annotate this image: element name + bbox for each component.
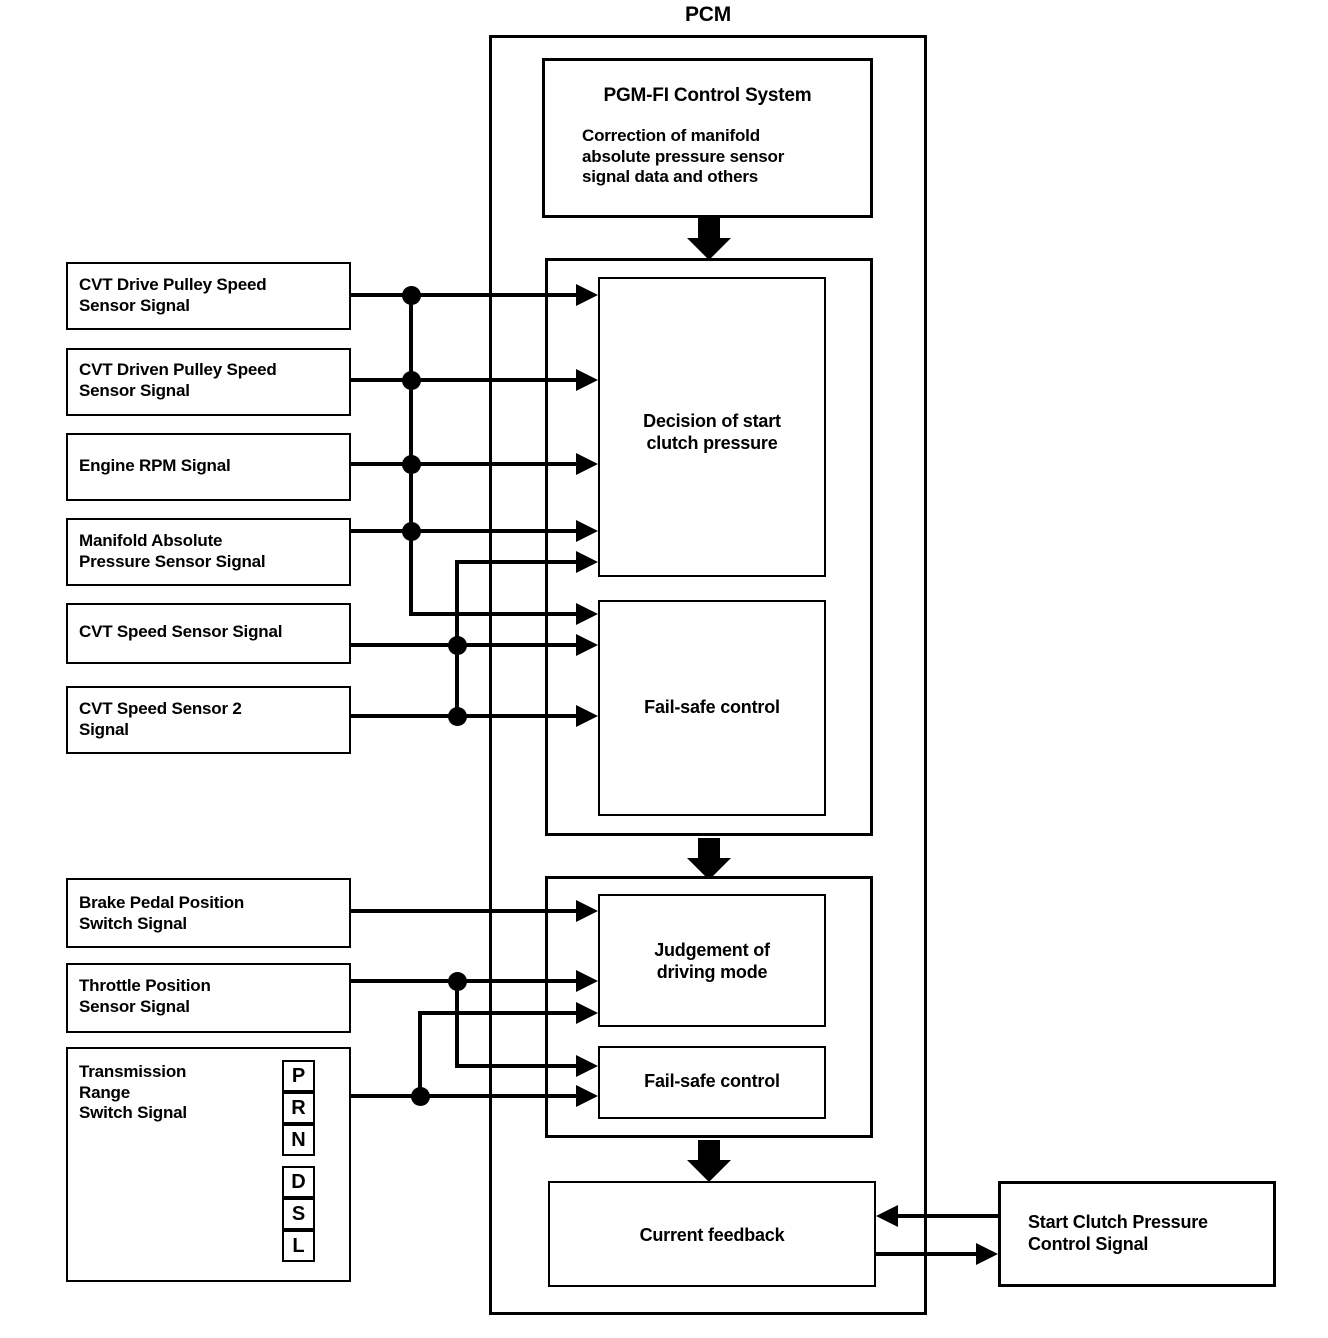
fail-safe-control-lower-box bbox=[598, 1046, 826, 1119]
arrowhead-input-1 bbox=[576, 284, 598, 306]
wire-input-9 bbox=[351, 1094, 576, 1098]
input-box-cvt-driven-pulley-speed-sensor-signal bbox=[66, 348, 351, 416]
decision-of-start-clutch-pressure-box bbox=[598, 277, 826, 577]
wire-scp-to-current-feedback bbox=[898, 1214, 998, 1218]
decision-of-start-clutch-pressure-label: Decision of start clutch pressure bbox=[643, 411, 781, 453]
input-label-cvt-speed-sensor-signal: CVT Speed Sensor Signal bbox=[79, 622, 283, 641]
vertical-bus-lower-c bbox=[418, 1011, 422, 1098]
arrowhead-input-8 bbox=[576, 970, 598, 992]
input-label-cvt-drive-pulley-speed-sensor-signal: CVT Drive Pulley Speed Sensor Signal bbox=[79, 275, 267, 315]
wire-bus-c-to-judgement-3 bbox=[418, 1011, 576, 1015]
arrowhead-input-9 bbox=[576, 1085, 598, 1107]
arrowhead-bus-d-failsafe bbox=[576, 1055, 598, 1077]
input-box-cvt-drive-pulley-speed-sensor-signal bbox=[66, 262, 351, 330]
input-box-manifold-absolute-pressure-sensor-signal bbox=[66, 518, 351, 586]
pgm-fi-body: Correction of manifold absolute pressure… bbox=[582, 126, 785, 187]
vertical-bus-lower-d bbox=[455, 979, 459, 1068]
input-label-manifold-absolute-pressure-sensor-signal: Manifold Absolute Pressure Sensor Signal bbox=[79, 531, 266, 571]
input-box-engine-rpm-signal bbox=[66, 433, 351, 501]
input-box-brake-pedal-position-switch-signal bbox=[66, 878, 351, 948]
arrowhead-into-current-feedback bbox=[876, 1205, 898, 1227]
arrowhead-input-2 bbox=[576, 369, 598, 391]
gear-position-r: R bbox=[282, 1092, 315, 1124]
fail-safe-control-upper-label: Fail-safe control bbox=[644, 697, 780, 717]
judgement-of-driving-mode-label: Judgement of driving mode bbox=[654, 940, 770, 982]
arrowhead-into-scp-box bbox=[976, 1243, 998, 1265]
input-label-throttle-position-sensor-signal: Throttle Position Sensor Signal bbox=[79, 976, 211, 1016]
flow-arrow-decision-to-judgement bbox=[687, 838, 731, 880]
wire-bus-a-to-decision-5 bbox=[409, 612, 576, 616]
flow-arrow-pgmfi-to-decision bbox=[687, 218, 731, 260]
wire-bus-d-to-failsafe-lower bbox=[455, 1064, 576, 1068]
arrowhead-input-bus-a bbox=[576, 603, 598, 625]
gear-position-l: L bbox=[282, 1230, 315, 1262]
wire-current-feedback-to-scp bbox=[876, 1252, 976, 1256]
arrowhead-input-6 bbox=[576, 705, 598, 727]
arrowhead-input-4 bbox=[576, 520, 598, 542]
arrowhead-input-3 bbox=[576, 453, 598, 475]
pgm-fi-control-system-box bbox=[542, 58, 873, 218]
input-label-transmission-range-switch-signal: Transmission Range Switch Signal bbox=[79, 1062, 187, 1123]
judgement-of-driving-mode-box bbox=[598, 894, 826, 1027]
start-clutch-pressure-control-signal-box bbox=[998, 1181, 1276, 1287]
input-label-cvt-speed-sensor-2-signal: CVT Speed Sensor 2 Signal bbox=[79, 699, 242, 739]
wire-bus-b-to-decision-4 bbox=[455, 560, 576, 564]
input-label-engine-rpm-signal: Engine RPM Signal bbox=[79, 456, 231, 475]
input-label-brake-pedal-position-switch-signal: Brake Pedal Position Switch Signal bbox=[79, 893, 245, 933]
flow-arrow-judgement-to-current-feedback bbox=[687, 1140, 731, 1182]
input-label-cvt-driven-pulley-speed-sensor-signal: CVT Driven Pulley Speed Sensor Signal bbox=[79, 360, 277, 400]
current-feedback-label: Current feedback bbox=[639, 1225, 785, 1245]
pcm-title: PCM bbox=[684, 3, 732, 26]
arrowhead-input-7 bbox=[576, 900, 598, 922]
gear-position-p: P bbox=[282, 1060, 315, 1092]
start-clutch-pressure-control-signal-label: Start Clutch Pressure Control Signal bbox=[1028, 1212, 1208, 1254]
arrowhead-input-bus-b-decision bbox=[576, 551, 598, 573]
wire-input-2 bbox=[351, 378, 576, 382]
vertical-bus-upper-a bbox=[409, 293, 413, 616]
junction-dot-input-5 bbox=[448, 636, 467, 655]
wire-input-1 bbox=[351, 293, 576, 297]
input-box-cvt-speed-sensor-2-signal bbox=[66, 686, 351, 754]
junction-dot-input-9 bbox=[411, 1087, 430, 1106]
gear-position-n: N bbox=[282, 1124, 315, 1156]
input-box-cvt-speed-sensor-signal bbox=[66, 603, 351, 664]
gear-position-s: S bbox=[282, 1198, 315, 1230]
gear-position-d: D bbox=[282, 1166, 315, 1198]
arrowhead-bus-c-judgement bbox=[576, 1002, 598, 1024]
wire-input-4 bbox=[351, 529, 576, 533]
fail-safe-control-upper-box bbox=[598, 600, 826, 816]
junction-dot-input-6 bbox=[448, 707, 467, 726]
current-feedback-box bbox=[548, 1181, 876, 1287]
pgm-fi-heading: PGM-FI Control System bbox=[603, 85, 812, 106]
wire-input-7 bbox=[351, 909, 576, 913]
input-box-throttle-position-sensor-signal bbox=[66, 963, 351, 1033]
arrowhead-input-5 bbox=[576, 634, 598, 656]
fail-safe-control-lower-label: Fail-safe control bbox=[644, 1071, 780, 1091]
wire-input-3 bbox=[351, 462, 576, 466]
